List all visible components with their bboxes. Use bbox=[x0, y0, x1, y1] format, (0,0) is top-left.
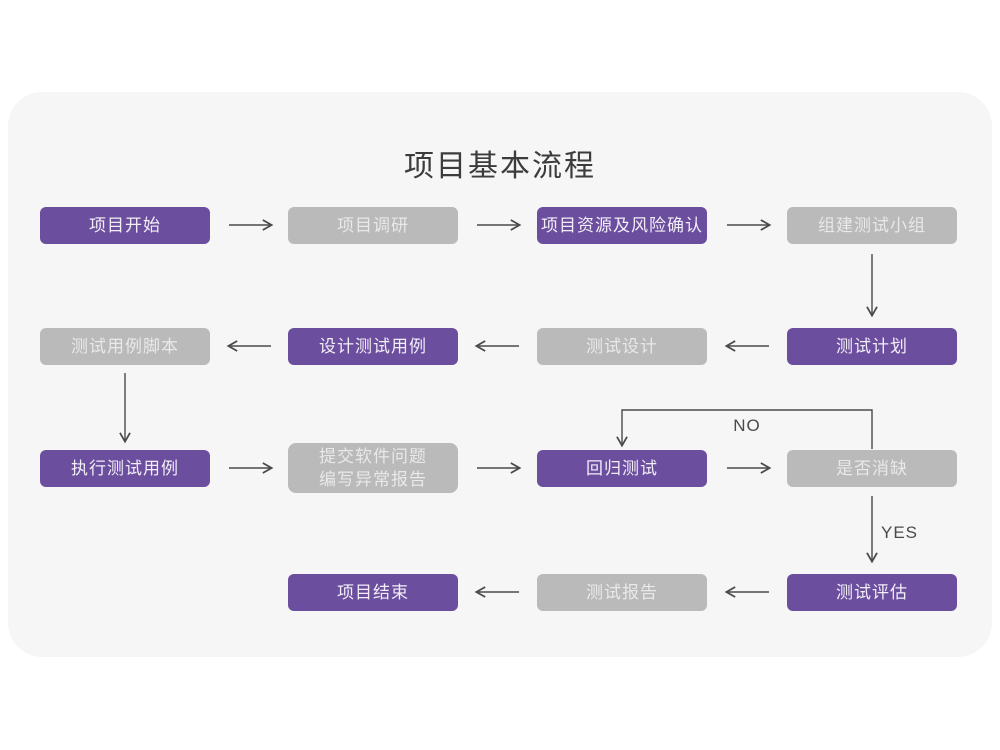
flow-node-design-test-cases: 设计测试用例 bbox=[288, 328, 458, 365]
flow-node-regression-test: 回归测试 bbox=[537, 450, 707, 487]
flow-node-test-evaluation: 测试评估 bbox=[787, 574, 957, 611]
page-title: 项目基本流程 bbox=[404, 150, 596, 183]
flow-node-project-research: 项目调研 bbox=[288, 207, 458, 244]
flow-node-project-end: 项目结束 bbox=[288, 574, 458, 611]
yes-branch-label: YES bbox=[881, 523, 919, 542]
flow-node-build-test-team: 组建测试小组 bbox=[787, 207, 957, 244]
flow-node-submit-issues-write-report: 提交软件问题 编写异常报告 bbox=[288, 443, 458, 493]
flow-node-execute-test-cases: 执行测试用例 bbox=[40, 450, 210, 487]
flow-node-test-design: 测试设计 bbox=[537, 328, 707, 365]
flowchart-card bbox=[8, 92, 992, 657]
flow-node-test-report: 测试报告 bbox=[537, 574, 707, 611]
flow-node-defect-cleared-check: 是否消缺 bbox=[787, 450, 957, 487]
flow-node-resources-risk-confirm: 项目资源及风险确认 bbox=[537, 207, 707, 244]
flow-node-test-case-scripts: 测试用例脚本 bbox=[40, 328, 210, 365]
no-branch-label: NO bbox=[733, 416, 761, 435]
flow-node-test-plan: 测试计划 bbox=[787, 328, 957, 365]
flow-node-project-start: 项目开始 bbox=[40, 207, 210, 244]
